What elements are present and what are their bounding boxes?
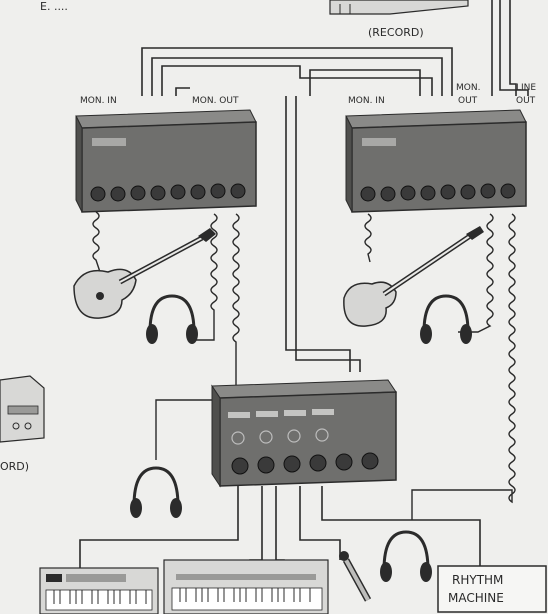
line-out-label-2: OUT [516,96,536,106]
mon-out-right-label-2: OUT [458,96,478,106]
headphones-left-bottom [130,466,182,518]
mixer-unit [211,379,397,488]
left-recorder [0,375,45,443]
record-top-label: (RECORD) [368,26,424,39]
right-unit-cables [364,213,516,520]
right-unit-knobs [360,183,516,202]
mon-out-right-label-1: MON. [456,83,480,93]
record-left-label: ORD) [0,460,29,473]
mon-out-left-label: MON. OUT [192,96,239,106]
rhythm-machine [437,565,547,613]
rhythm-machine-label-1: RHYTHM [452,573,503,587]
right-effects-unit [345,109,527,213]
microphone [339,551,372,602]
bass-guitar [343,226,484,327]
mixer-knobs [231,428,379,475]
line-out-label-1: LINE [516,83,536,93]
keyboard-left [39,567,159,614]
mon-in-right-label: MON. IN [348,96,385,106]
top-recorder [329,0,469,15]
mixer-input-cables [79,486,481,570]
rhythm-machine-label-2: MACHINE [448,591,504,605]
top-cables [141,0,529,372]
mon-in-left-label: MON. IN [80,96,117,106]
left-unit-cables [92,211,240,460]
left-unit-knobs [90,183,246,202]
headphones-left-top [146,294,198,344]
top-left-fragment-label: E. .... [40,0,68,13]
headphones-bottom-right [380,530,432,582]
electric-guitar [73,228,216,319]
left-effects-unit [75,109,257,213]
headphones-right-top [420,294,472,344]
keyboard-center [163,559,329,614]
